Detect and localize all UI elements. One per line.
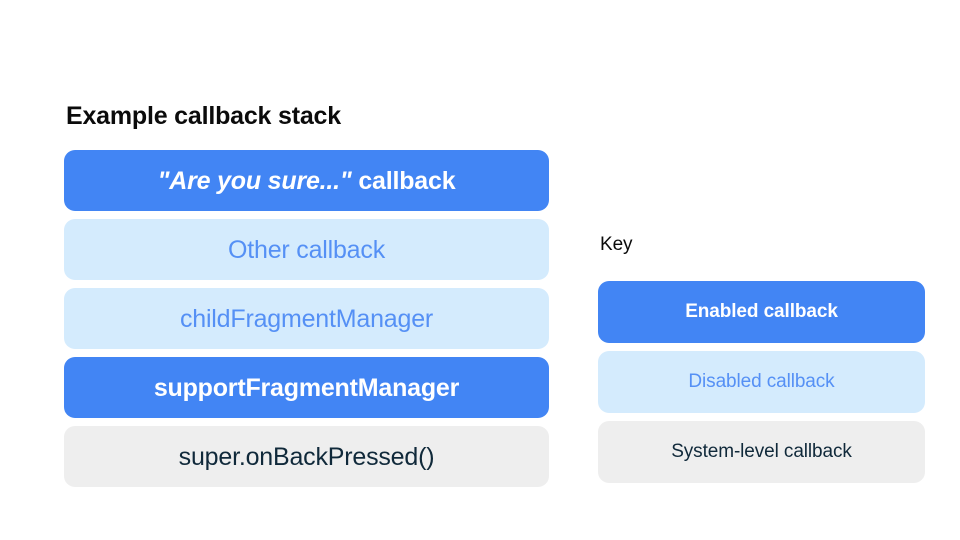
- stack-item-support-fragment-manager: supportFragmentManager: [64, 357, 549, 418]
- stack-item-other-callback: Other callback: [64, 219, 549, 280]
- stack-item-label: Other callback: [228, 235, 385, 264]
- key-item-label: Enabled callback: [685, 301, 838, 322]
- key-item-label: Disabled callback: [688, 371, 835, 392]
- callback-stack-panel: Example callback stack "Are you sure..."…: [64, 100, 549, 487]
- stack-item-super-on-back-pressed: super.onBackPressed(): [64, 426, 549, 487]
- page-title: Example callback stack: [66, 102, 341, 130]
- callback-stack-list: "Are you sure..." callback Other callbac…: [64, 150, 549, 487]
- stack-item-child-fragment-manager: childFragmentManager: [64, 288, 549, 349]
- key-list: Enabled callback Disabled callback Syste…: [598, 281, 925, 483]
- key-title: Key: [600, 234, 633, 255]
- stack-item-are-you-sure-callback: "Are you sure..." callback: [64, 150, 549, 211]
- key-item-disabled-callback: Disabled callback: [598, 351, 925, 413]
- stack-item-label-plain: callback: [351, 166, 456, 195]
- stack-item-label: "Are you sure..." callback: [158, 166, 456, 196]
- key-item-enabled-callback: Enabled callback: [598, 281, 925, 343]
- stack-item-label: super.onBackPressed(): [178, 442, 435, 471]
- stack-item-label: childFragmentManager: [179, 304, 434, 333]
- key-item-label: System-level callback: [671, 441, 852, 462]
- key-item-system-level-callback: System-level callback: [598, 421, 925, 483]
- key-panel: Key Enabled callback Disabled callback S…: [598, 233, 925, 483]
- stack-item-label: supportFragmentManager: [153, 373, 460, 402]
- stack-item-label-quoted: "Are you sure...": [157, 166, 352, 195]
